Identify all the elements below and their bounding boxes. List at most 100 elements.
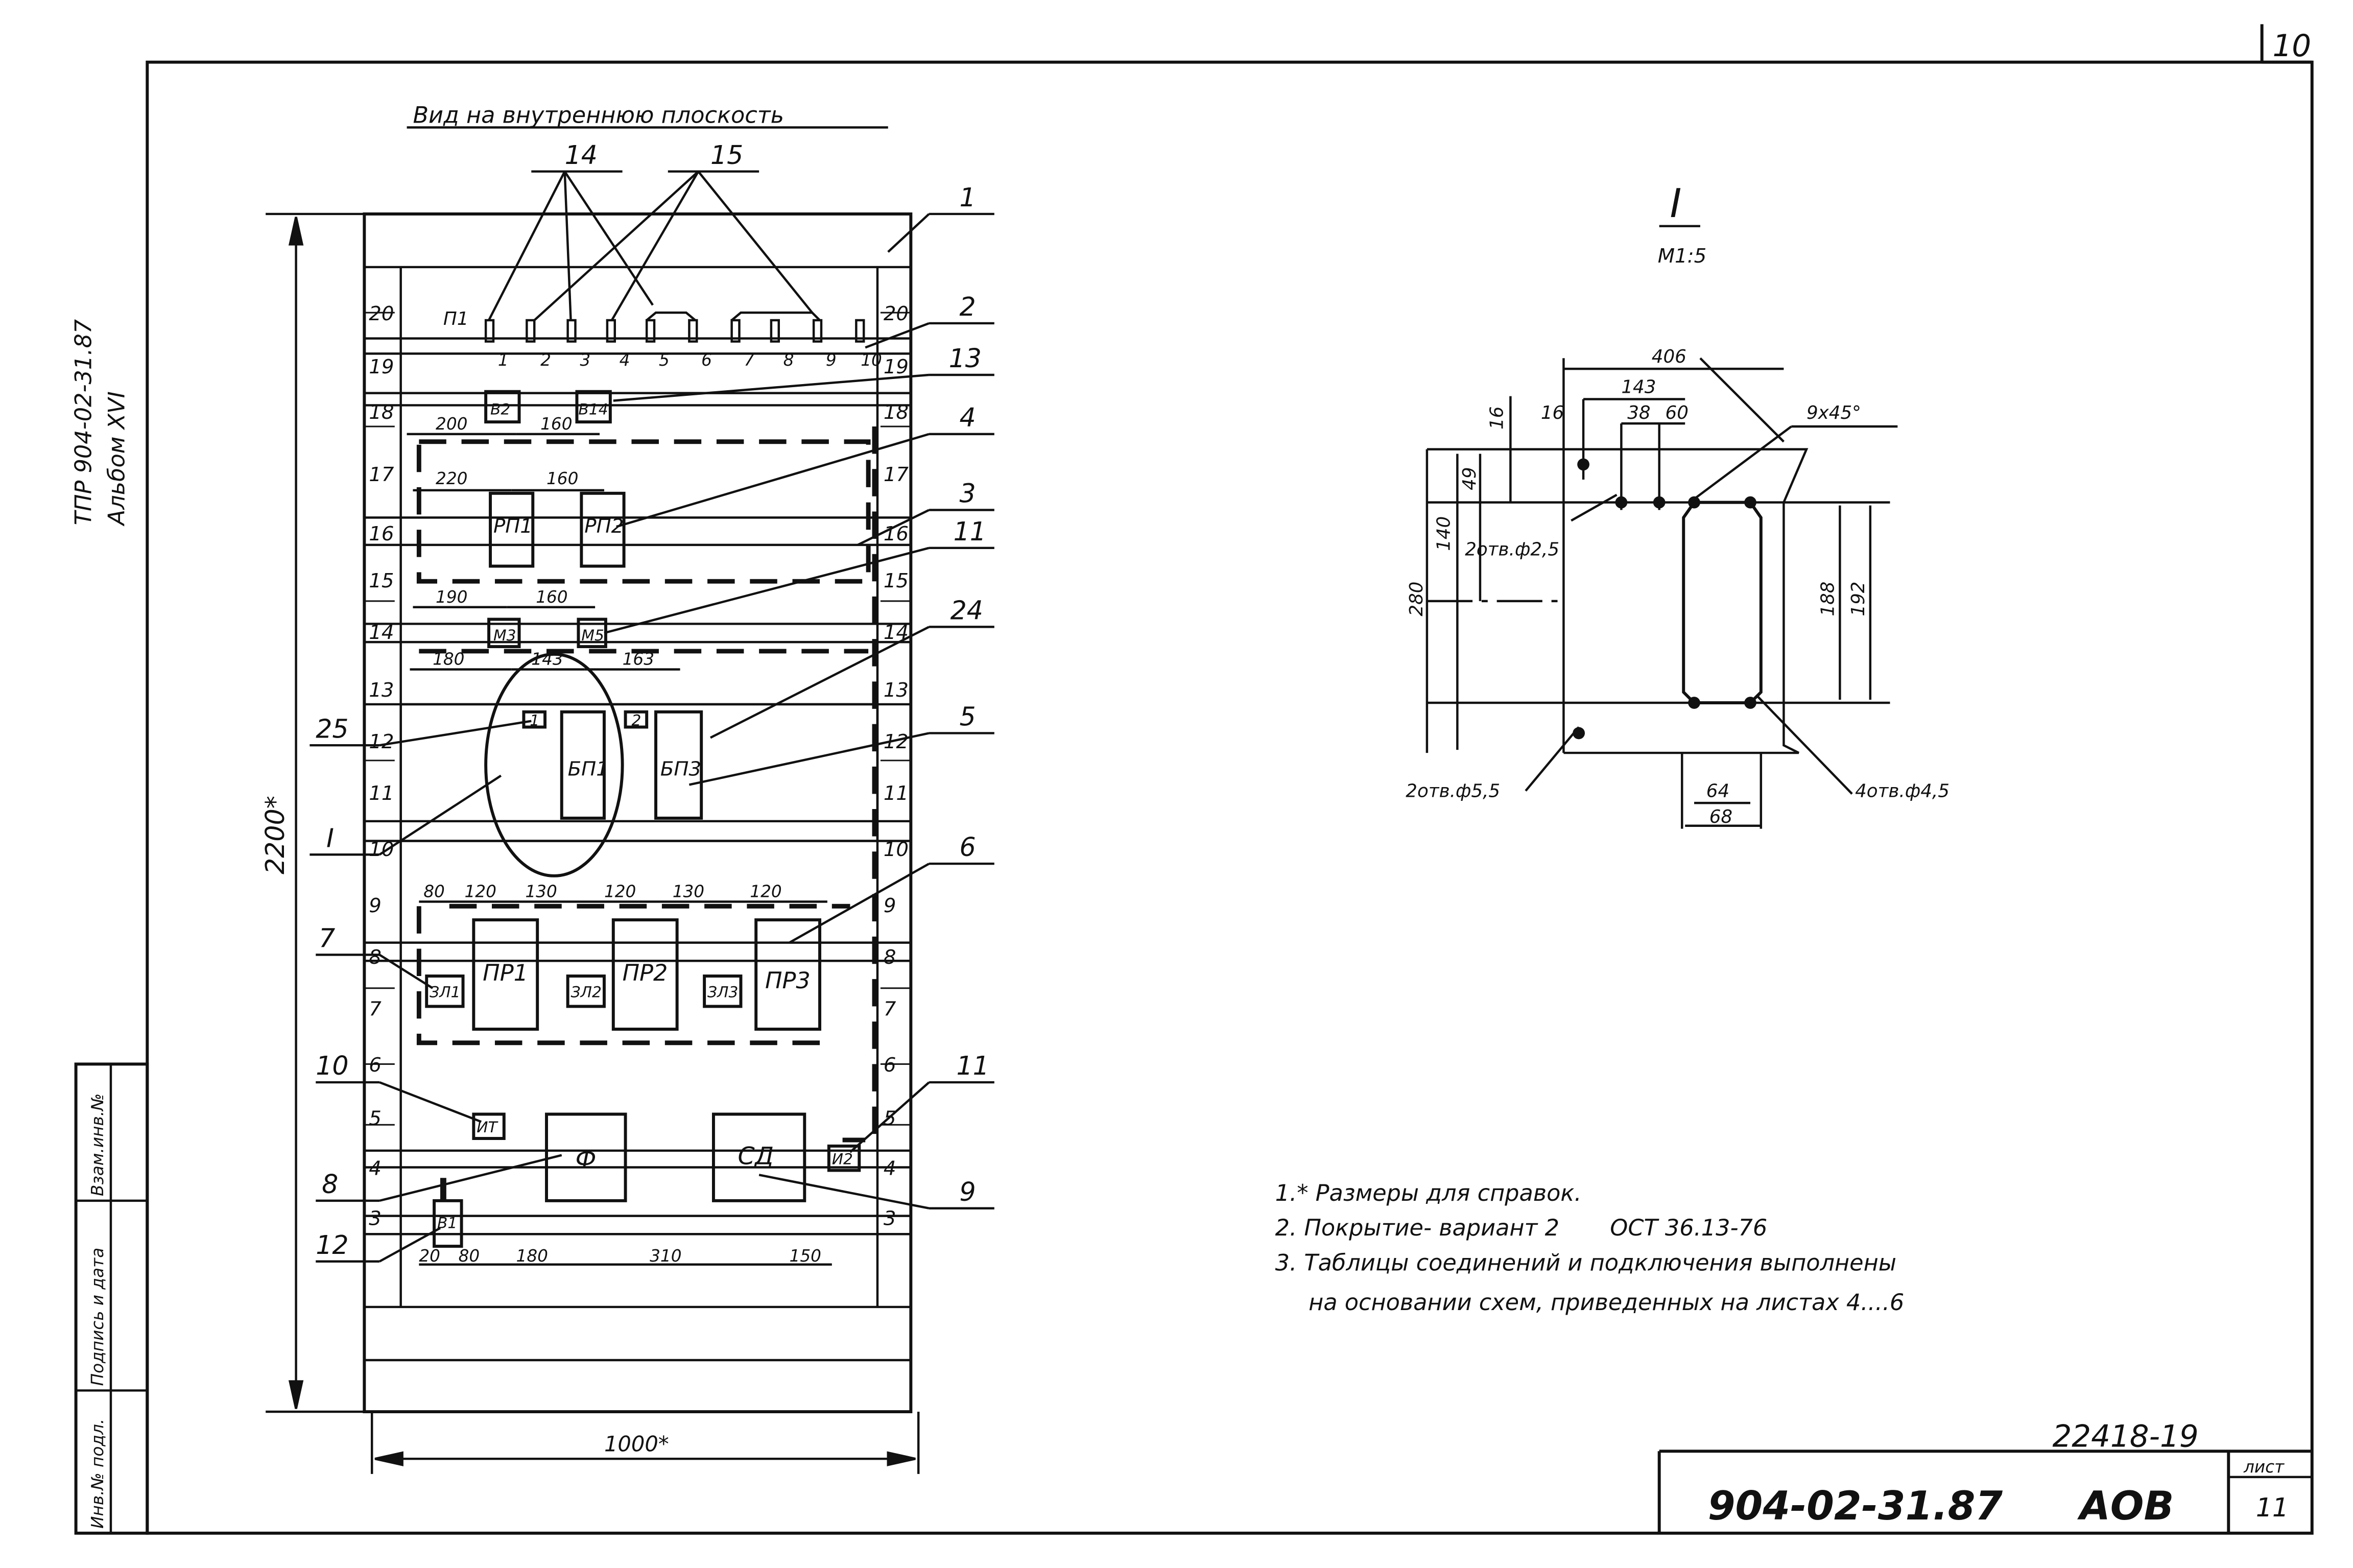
device-m5: М5 [581, 627, 604, 645]
drawing-mark: АОВ [2077, 1483, 2174, 1529]
view-title: Вид на внутреннюю плоскость [413, 102, 784, 129]
svg-text:1: 1 [959, 182, 976, 212]
detail-title: I [1670, 181, 1681, 227]
svg-text:143: 143 [1621, 377, 1656, 398]
side-stamp-2: Подпись и дата [88, 1248, 107, 1386]
device-b1: В1 [437, 1214, 457, 1232]
device-labels-small: В2 В14 М3 М5 1 2 ЗЛ1 ЗЛ2 ЗЛ3 ИТ И2 В1 [430, 400, 853, 1232]
svg-text:12: 12 [316, 1230, 348, 1260]
svg-text:10: 10 [369, 838, 394, 861]
svg-text:160: 160 [546, 469, 578, 488]
svg-text:12: 12 [369, 730, 394, 753]
device-bp3: БП3 [660, 758, 701, 781]
sheet-number: 10 [2272, 29, 2311, 64]
terminal-label: П1 [443, 308, 468, 329]
side-album: Альбом XVI [104, 391, 130, 527]
svg-text:190: 190 [436, 587, 467, 607]
svg-text:2отв.ф2,5: 2отв.ф2,5 [1465, 539, 1559, 560]
svg-text:20: 20 [884, 302, 909, 325]
svg-text:2отв.ф5,5: 2отв.ф5,5 [1406, 780, 1500, 801]
cabinet-dim-lines [266, 212, 920, 1474]
svg-text:18: 18 [884, 401, 909, 424]
svg-text:16: 16 [1541, 402, 1564, 423]
svg-text:130: 130 [673, 882, 704, 901]
svg-text:15: 15 [369, 569, 394, 592]
side-code: ТПР 904-02-31.87 [70, 319, 97, 525]
device-m3: М3 [493, 627, 516, 645]
svg-text:9х45°: 9х45° [1807, 402, 1861, 423]
svg-text:15: 15 [710, 140, 743, 170]
device-pr3: ПР3 [765, 967, 811, 994]
svg-text:8: 8 [369, 946, 382, 969]
svg-text:163: 163 [623, 650, 654, 669]
terminal-strip [484, 311, 865, 343]
svg-text:150: 150 [790, 1246, 821, 1266]
svg-text:15: 15 [884, 569, 909, 592]
svg-text:3: 3 [580, 350, 590, 370]
svg-text:220: 220 [436, 469, 467, 488]
svg-text:4: 4 [369, 1157, 382, 1180]
svg-text:8: 8 [783, 350, 794, 370]
notes: 1.* Размеры для справок. 2. Покрытие- ва… [1275, 1180, 1905, 1316]
svg-text:80: 80 [423, 882, 445, 901]
device-labels-large: РП1 РП2 БП1 БП3 ПР1 ПР2 ПР3 Ф СД [483, 515, 811, 1173]
device-f: Ф [575, 1145, 596, 1173]
svg-text:64: 64 [1706, 780, 1729, 801]
detail-dims: 406 143 16 16 38 60 9х45° 49 140 280 2от… [1406, 346, 1950, 827]
device-box1: 1 [530, 712, 539, 730]
svg-text:280: 280 [1406, 582, 1427, 616]
svg-text:68: 68 [1709, 806, 1732, 827]
device-i2: И2 [832, 1151, 853, 1169]
svg-text:143: 143 [531, 650, 563, 669]
svg-text:7: 7 [319, 923, 335, 954]
svg-text:4: 4 [620, 350, 630, 370]
svg-text:11: 11 [954, 516, 986, 547]
side-stamp-3: Взам.инв.№ [88, 1094, 107, 1196]
svg-text:17: 17 [369, 463, 394, 486]
sheet-label: лист [2243, 1457, 2285, 1477]
device-it: ИТ [477, 1119, 498, 1136]
svg-text:16: 16 [369, 522, 394, 545]
svg-text:6: 6 [884, 1054, 896, 1077]
svg-text:120: 120 [750, 882, 781, 901]
device-box2: 2 [631, 712, 641, 730]
device-b2: В2 [490, 400, 510, 418]
svg-text:14: 14 [565, 140, 598, 170]
svg-text:11: 11 [369, 782, 394, 805]
detail-scale: М1:5 [1658, 245, 1707, 268]
svg-text:160: 160 [536, 587, 567, 607]
device-pr1: ПР1 [483, 960, 528, 986]
svg-text:2: 2 [540, 350, 551, 370]
svg-text:9: 9 [884, 894, 896, 917]
svg-text:5: 5 [959, 702, 976, 732]
note-2: 2. Покрытие- вариант 2 ОСТ 36.13-76 [1275, 1215, 1768, 1241]
svg-text:3: 3 [959, 479, 976, 509]
svg-text:10: 10 [884, 838, 909, 861]
svg-text:4: 4 [884, 1157, 896, 1180]
stamp-number: 22418-19 [2052, 1419, 2198, 1454]
svg-text:180: 180 [433, 650, 464, 669]
svg-text:13: 13 [884, 679, 909, 702]
svg-text:14: 14 [884, 621, 909, 644]
svg-text:25: 25 [316, 714, 348, 744]
svg-text:140: 140 [1434, 516, 1455, 551]
svg-text:2: 2 [959, 292, 976, 322]
svg-text:9: 9 [826, 350, 837, 370]
sheet-frame [146, 60, 2314, 1535]
svg-text:10: 10 [861, 350, 882, 370]
svg-text:12: 12 [884, 730, 909, 753]
svg-text:310: 310 [650, 1246, 681, 1266]
svg-text:200: 200 [436, 414, 467, 434]
device-bp1: БП1 [568, 758, 609, 781]
device-rp2: РП2 [584, 515, 624, 538]
svg-text:4: 4 [959, 402, 976, 433]
svg-text:16: 16 [1487, 407, 1508, 430]
svg-text:14: 14 [369, 621, 394, 644]
svg-text:4отв.ф4,5: 4отв.ф4,5 [1855, 780, 1950, 801]
svg-text:9: 9 [959, 1177, 976, 1207]
callout-leaders [310, 126, 994, 1263]
svg-text:10: 10 [316, 1051, 348, 1081]
